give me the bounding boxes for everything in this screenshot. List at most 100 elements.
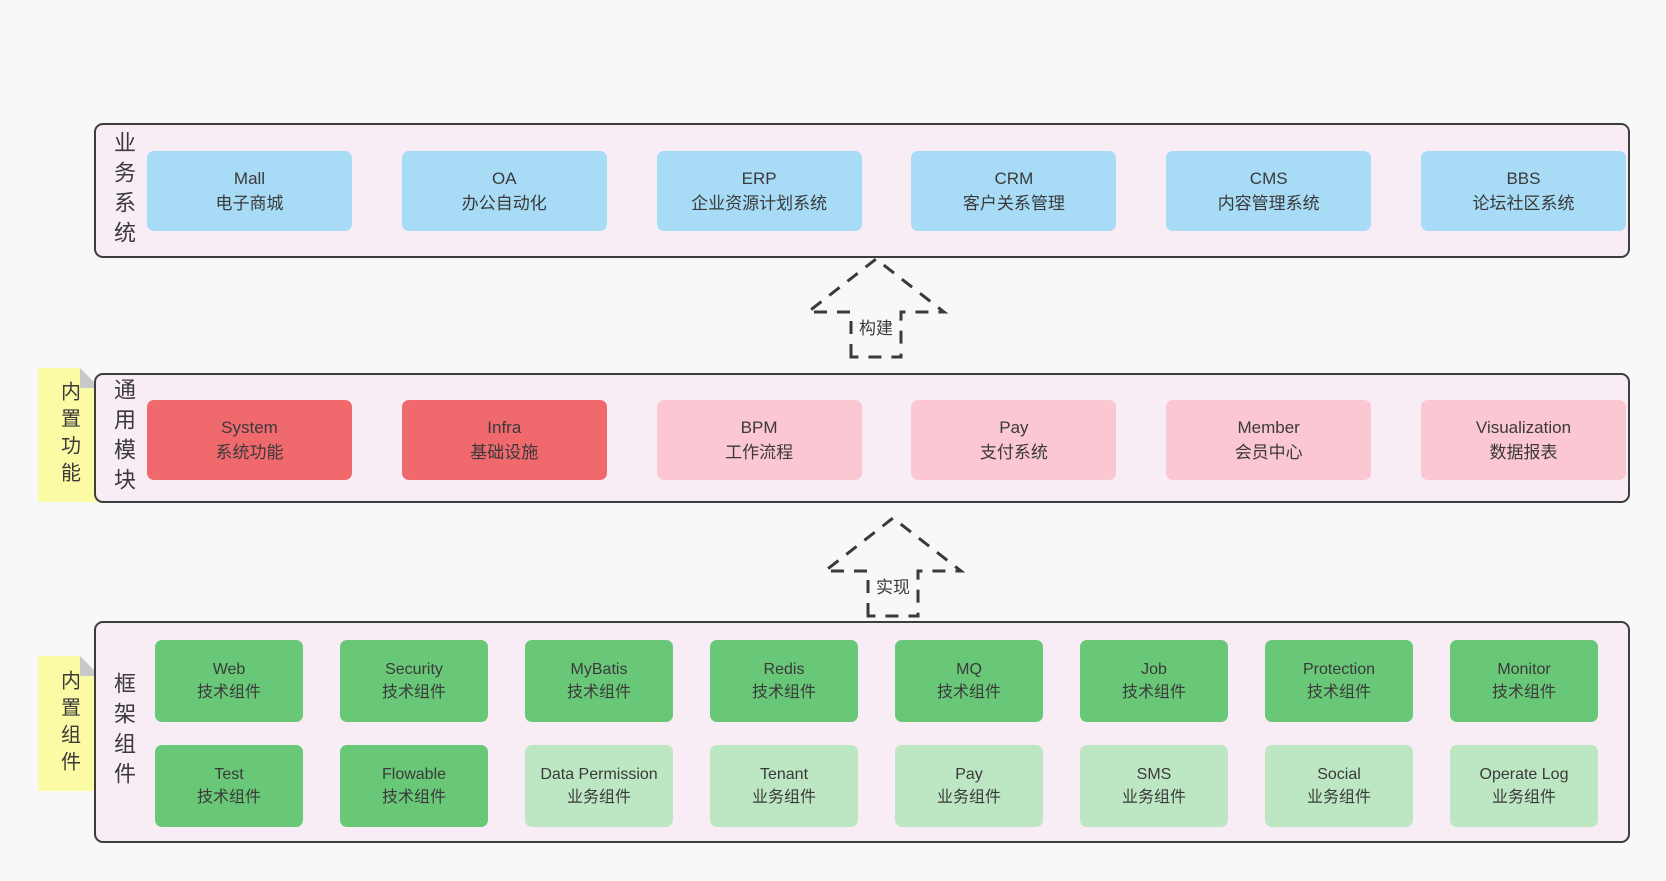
box-subtitle: 客户关系管理 (962, 194, 1065, 213)
box-web: Web 技术组件 (155, 640, 303, 722)
box-mall: Mall 电子商城 (147, 151, 352, 231)
box-title: Data Permission (540, 766, 658, 783)
panel-common-modules: 通用模块 System 系统功能 Infra 基础设施 BPM 工作流程 Pay… (94, 373, 1630, 503)
box-subtitle: 技术组件 (196, 684, 261, 701)
business-systems-row: Mall 电子商城 OA 办公自动化 ERP 企业资源计划系统 CRM 客户关系… (147, 151, 1626, 231)
panel-business-systems: 业务系统 Mall 电子商城 OA 办公自动化 ERP 企业资源计划系统 CRM… (94, 123, 1630, 258)
box-social: Social 业务组件 (1265, 745, 1413, 827)
box-title: BPM (740, 418, 778, 437)
arrow-implement-label: 实现 (873, 572, 913, 599)
arrow-build: 构建 (800, 255, 952, 361)
box-mq: MQ 技术组件 (895, 640, 1043, 722)
box-data-permission: Data Permission 业务组件 (525, 745, 673, 827)
box-title: Redis (763, 661, 805, 678)
box-subtitle: 内容管理系统 (1217, 194, 1320, 213)
box-title: Test (214, 766, 244, 783)
common-modules-row: System 系统功能 Infra 基础设施 BPM 工作流程 Pay 支付系统… (147, 400, 1626, 480)
box-subtitle: 技术组件 (1491, 684, 1556, 701)
box-title: Operate Log (1479, 766, 1569, 783)
box-infra: Infra 基础设施 (401, 400, 607, 480)
box-sms: SMS 业务组件 (1080, 745, 1228, 827)
sticky-note-builtin-features: 内置功能 (38, 368, 100, 502)
box-subtitle: 技术组件 (751, 684, 816, 701)
box-title: MQ (956, 661, 982, 678)
box-member: Member 会员中心 (1166, 400, 1372, 480)
box-title: Security (385, 661, 443, 678)
box-mybatis: MyBatis 技术组件 (525, 640, 673, 722)
box-subtitle: 工作流程 (725, 443, 794, 462)
box-title: CRM (994, 169, 1034, 188)
framework-components-row-2: Test 技术组件 Flowable 技术组件 Data Permission … (155, 745, 1598, 827)
box-subtitle: 基础设施 (470, 443, 539, 462)
box-subtitle: 技术组件 (1306, 684, 1371, 701)
box-pay-component: Pay 业务组件 (895, 745, 1043, 827)
box-subtitle: 支付系统 (979, 443, 1048, 462)
box-subtitle: 技术组件 (381, 684, 446, 701)
box-subtitle: 技术组件 (196, 789, 261, 806)
box-subtitle: 技术组件 (1121, 684, 1186, 701)
box-title: Pay (955, 766, 983, 783)
box-protection: Protection 技术组件 (1265, 640, 1413, 722)
box-title: Protection (1302, 661, 1376, 678)
panel-label-business-systems: 业务系统 (111, 130, 136, 251)
box-subtitle: 技术组件 (381, 789, 446, 806)
arrow-implement: 实现 (817, 514, 969, 620)
box-title: Monitor (1497, 661, 1551, 678)
box-subtitle: 业务组件 (1121, 789, 1186, 806)
box-title: OA (492, 169, 517, 188)
box-operate-log: Operate Log 业务组件 (1450, 745, 1598, 827)
box-bpm: BPM 工作流程 (656, 400, 862, 480)
box-subtitle: 论坛社区系统 (1472, 194, 1575, 213)
box-title: Job (1141, 661, 1167, 678)
up-block-arrow-icon (803, 257, 949, 359)
box-system: System 系统功能 (147, 400, 352, 480)
sticky-note-label: 内置功能 (57, 381, 80, 489)
box-test: Test 技术组件 (155, 745, 303, 827)
box-title: System (221, 418, 278, 437)
box-subtitle: 数据报表 (1489, 443, 1558, 462)
box-subtitle: 会员中心 (1234, 443, 1303, 462)
box-cms: CMS 内容管理系统 (1166, 151, 1372, 231)
box-subtitle: 企业资源计划系统 (691, 194, 828, 213)
box-title: Infra (487, 418, 522, 437)
box-title: Tenant (759, 766, 809, 783)
panel-label-common-modules: 通用模块 (111, 378, 136, 498)
box-visualization: Visualization 数据报表 (1420, 400, 1626, 480)
box-subtitle: 电子商城 (215, 194, 284, 213)
box-flowable: Flowable 技术组件 (340, 745, 488, 827)
box-title: Member (1237, 418, 1300, 437)
box-subtitle: 业务组件 (1306, 789, 1371, 806)
framework-components-row-1: Web 技术组件 Security 技术组件 MyBatis 技术组件 Redi… (155, 640, 1598, 722)
box-tenant: Tenant 业务组件 (710, 745, 858, 827)
box-redis: Redis 技术组件 (710, 640, 858, 722)
box-crm: CRM 客户关系管理 (911, 151, 1117, 231)
box-title: BBS (1506, 169, 1541, 188)
box-subtitle: 系统功能 (215, 443, 284, 462)
box-title: SMS (1136, 766, 1172, 783)
box-subtitle: 办公自动化 (461, 194, 547, 213)
box-security: Security 技术组件 (340, 640, 488, 722)
box-title: Social (1317, 766, 1361, 783)
box-oa: OA 办公自动化 (401, 151, 607, 231)
arrow-build-label: 构建 (856, 313, 896, 340)
box-title: Flowable (381, 766, 447, 783)
up-block-arrow-icon (820, 516, 966, 618)
box-title: Mall (233, 169, 266, 188)
box-monitor: Monitor 技术组件 (1450, 640, 1598, 722)
box-pay: Pay 支付系统 (911, 400, 1117, 480)
sticky-note-builtin-components: 内置组件 (38, 656, 100, 791)
box-subtitle: 业务组件 (936, 789, 1001, 806)
box-title: MyBatis (570, 661, 628, 678)
box-title: Web (212, 661, 246, 678)
box-subtitle: 技术组件 (936, 684, 1001, 701)
box-subtitle: 业务组件 (566, 789, 631, 806)
box-subtitle: 业务组件 (1491, 789, 1556, 806)
box-subtitle: 业务组件 (751, 789, 816, 806)
box-title: ERP (741, 169, 777, 188)
box-subtitle: 技术组件 (566, 684, 631, 701)
panel-label-framework-components: 框架组件 (111, 672, 136, 792)
box-title: Pay (999, 418, 1029, 437)
box-title: Visualization (1475, 418, 1572, 437)
sticky-note-label: 内置组件 (57, 669, 80, 778)
